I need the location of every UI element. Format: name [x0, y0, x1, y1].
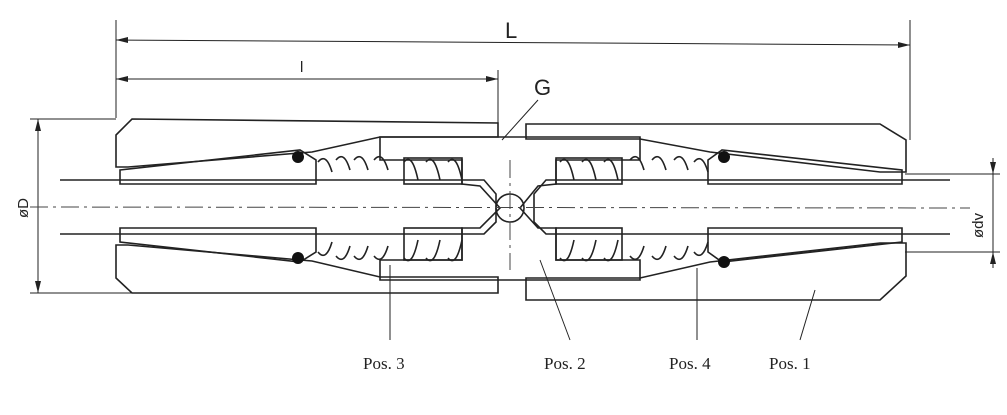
left-cone	[119, 149, 317, 263]
right-spring	[559, 155, 709, 262]
callout-G: G	[534, 75, 551, 100]
right-cone	[707, 149, 903, 263]
callout-pos1: Pos. 1	[769, 354, 811, 373]
dimension-l: l	[116, 59, 499, 124]
right-wire	[533, 179, 950, 235]
left-spring	[317, 155, 463, 262]
callout-pos2: Pos. 2	[544, 354, 586, 373]
right-housing	[525, 123, 907, 301]
dimension-dv: ødv	[905, 158, 1000, 268]
dimension-D: øD	[15, 118, 140, 294]
callout-pos3: Pos. 3	[363, 354, 405, 373]
center-line	[29, 206, 971, 209]
leader-lines	[389, 99, 816, 341]
callout-pos4: Pos. 4	[669, 354, 711, 373]
label-L: L	[505, 18, 517, 43]
dimension-L: L	[115, 18, 911, 140]
left-housing	[115, 118, 499, 294]
label-D: øD	[15, 198, 32, 218]
label-l: l	[300, 59, 303, 76]
o-rings	[292, 151, 730, 268]
label-dv: ødv	[970, 212, 987, 238]
